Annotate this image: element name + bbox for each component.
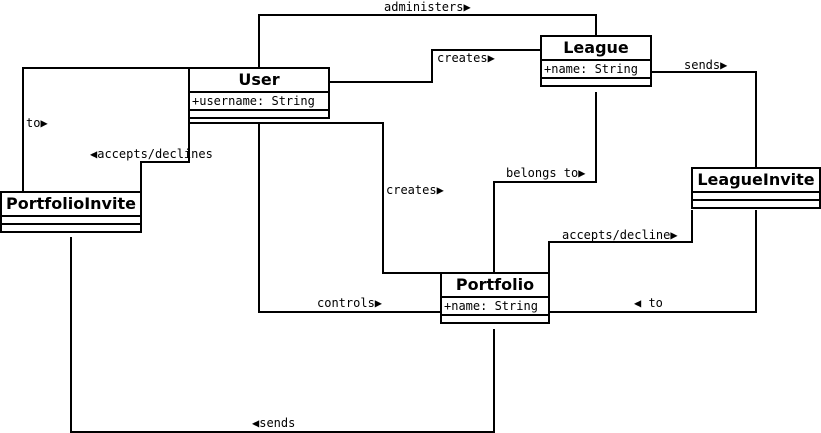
label-to-user: to▶ bbox=[26, 116, 48, 130]
label-to-portfolio: ◀ to bbox=[634, 296, 663, 310]
class-portfolio-invite-attributes bbox=[2, 217, 140, 225]
label-belongs-to: belongs to▶ bbox=[506, 166, 586, 180]
label-accepts-decline: accepts/decline▶ bbox=[562, 228, 678, 242]
label-controls: controls▶ bbox=[317, 296, 383, 310]
portfolio-sends-portfolioinvite-line bbox=[70, 237, 495, 433]
user-controls-portfolio-line bbox=[258, 123, 441, 313]
portfolio-accepts-decline-leagueinvite-line bbox=[548, 210, 693, 273]
class-portfolio-invite-operations bbox=[2, 225, 140, 231]
portfolioinvite-accepts-declines-line bbox=[140, 113, 190, 206]
class-portfolio-name: Portfolio bbox=[442, 274, 548, 298]
class-league: League +name: String bbox=[540, 35, 652, 87]
portfolioinvite-to-user-line bbox=[22, 67, 189, 192]
label-sends-leagueinvite: sends▶ bbox=[684, 58, 728, 72]
portfolio-belongs-to-league-line bbox=[493, 92, 597, 273]
class-league-name: League bbox=[542, 37, 650, 61]
class-league-attribute: +name: String bbox=[542, 61, 650, 79]
label-administers: administers▶ bbox=[384, 0, 471, 14]
class-league-invite-operations bbox=[693, 201, 819, 207]
label-accepts-declines: ◀accepts/declines bbox=[90, 147, 213, 161]
label-user-creates-portfolio: creates▶ bbox=[386, 183, 444, 197]
class-user-attribute: +username: String bbox=[190, 93, 328, 111]
class-league-operations bbox=[542, 79, 650, 85]
user-creates-portfolio-line bbox=[189, 122, 441, 274]
class-user-name: User bbox=[190, 69, 328, 93]
administers-line bbox=[258, 14, 597, 68]
label-sends-portfolioinvite: ◀sends bbox=[252, 416, 296, 430]
class-portfolio-invite: PortfolioInvite bbox=[0, 191, 142, 233]
class-user: User +username: String bbox=[188, 67, 330, 119]
class-portfolio-operations bbox=[442, 316, 548, 322]
class-portfolio: Portfolio +name: String bbox=[440, 272, 550, 324]
class-league-invite-name: LeagueInvite bbox=[693, 169, 819, 193]
class-league-invite: LeagueInvite bbox=[691, 167, 821, 209]
user-creates-league-line bbox=[329, 49, 541, 83]
class-league-invite-attributes bbox=[693, 193, 819, 201]
class-portfolio-invite-name: PortfolioInvite bbox=[2, 193, 140, 217]
class-portfolio-attribute: +name: String bbox=[442, 298, 548, 316]
leagueinvite-to-portfolio-line bbox=[549, 210, 757, 313]
class-user-operations bbox=[190, 111, 328, 117]
label-user-creates-league: creates▶ bbox=[437, 51, 495, 65]
league-sends-leagueinvite-line bbox=[651, 71, 757, 168]
